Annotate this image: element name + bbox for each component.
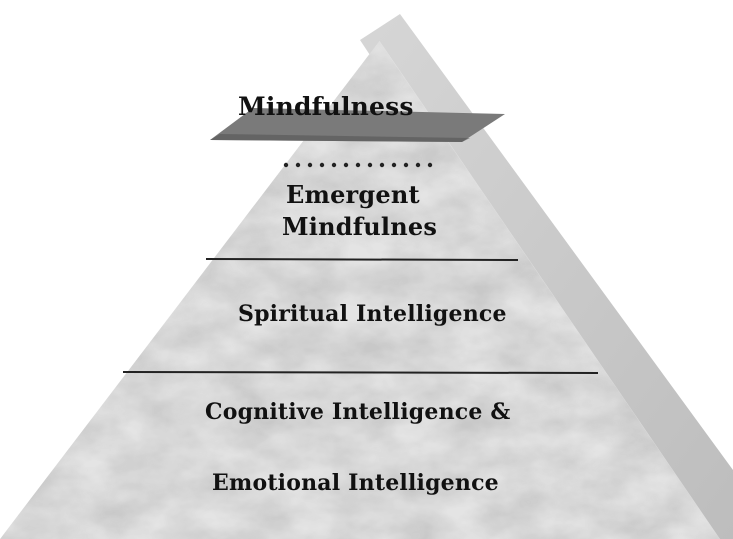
tier-label-emotional-intelligence: Emotional Intelligence (212, 470, 499, 496)
tier-divider-lower (122, 371, 599, 374)
tier-label-mindfulness: Mindfulness (238, 92, 414, 121)
dotted-divider (283, 162, 433, 168)
mindfulness-cap-slab (210, 108, 505, 142)
tier-label-emergent-line2: Mindfulnes (282, 212, 438, 241)
mindfulness-cap-shadow (210, 134, 470, 142)
tier-label-cognitive-intelligence: Cognitive Intelligence & (205, 399, 511, 425)
tier-label-spiritual-intelligence: Spiritual Intelligence (238, 301, 507, 327)
pyramid-side-face (360, 14, 733, 539)
tier-divider-upper (205, 258, 519, 261)
tier-label-emergent-line1: Emergent (286, 180, 420, 209)
